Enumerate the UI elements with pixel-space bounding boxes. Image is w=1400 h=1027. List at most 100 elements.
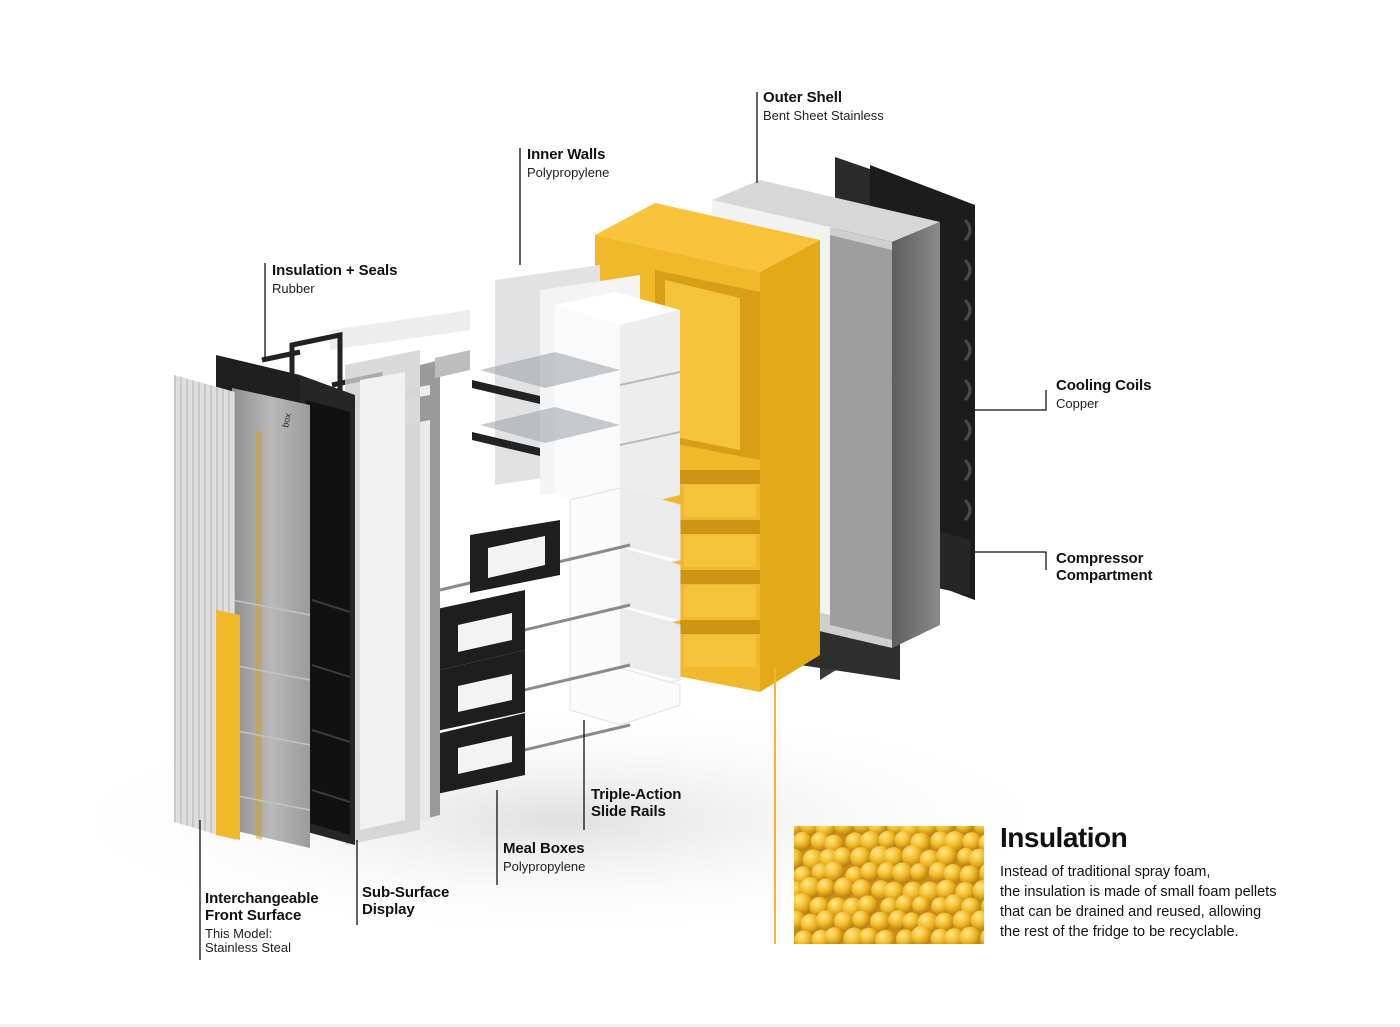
- foam-pellet: [895, 894, 915, 914]
- inner-walls-material: Polypropylene: [527, 164, 610, 180]
- foam-pellet: [981, 899, 984, 914]
- insulation-panel-description: Instead of traditional spray foam, the i…: [1000, 862, 1340, 942]
- foam-pellet: [845, 832, 865, 852]
- label-front-surface: Interchangeable Front Surface This Model…: [205, 890, 319, 956]
- outer-shell-title: Outer Shell: [763, 89, 842, 106]
- foam-pellet: [878, 830, 898, 850]
- foam-pellet: [959, 926, 981, 944]
- front-surface-title: Interchangeable: [205, 890, 319, 907]
- foam-pellet: [978, 834, 984, 852]
- label-insulation-seals: Insulation + Seals Rubber: [272, 262, 398, 296]
- foam-pellet: [955, 826, 975, 835]
- label-cooling-coils: Cooling Coils Copper: [1056, 377, 1152, 411]
- foam-pellet: [894, 830, 913, 850]
- meal-boxes-material: Polypropylene: [503, 858, 586, 874]
- leader-lines: [199, 92, 1047, 960]
- foam-pellet: [972, 880, 984, 902]
- foam-pellet: [912, 896, 931, 915]
- foam-pellet: [973, 826, 984, 836]
- foam-pellet: [794, 930, 814, 944]
- foam-pellet: [875, 929, 896, 944]
- front-surface-model-value: Stainless Steal: [205, 940, 291, 956]
- foam-pellet: [794, 831, 812, 851]
- foam-pellet: [936, 845, 958, 867]
- foam-pellet: [902, 912, 921, 931]
- foam-pellet: [944, 928, 965, 944]
- insulation-panel-title: Insulation: [1000, 822, 1128, 853]
- foam-pellet: [857, 895, 878, 916]
- cooling-coils-title: Cooling Coils: [1056, 377, 1152, 394]
- foam-pellet: [895, 929, 916, 944]
- foam-pellets-image: [794, 826, 984, 944]
- foam-pellet: [800, 913, 821, 935]
- foam-pellet: [935, 912, 955, 932]
- foam-pellet: [944, 894, 965, 915]
- meal-boxes: [432, 520, 560, 795]
- insulation-line: the insulation is made of small foam pel…: [1000, 884, 1277, 900]
- outer-shell-material: Bent Sheet Stainless: [763, 107, 884, 123]
- label-outer-shell: Outer Shell Bent Sheet Stainless: [763, 89, 884, 123]
- front-surface-model-label: This Model:: [205, 925, 273, 941]
- foam-pellet: [850, 847, 871, 868]
- foam-pellet: [851, 879, 872, 900]
- foam-pellet: [794, 848, 804, 870]
- foam-pellet: [816, 878, 836, 898]
- insulation-seals-material: Rubber: [272, 280, 315, 296]
- label-sub-surface: Sub-Surface Display: [362, 884, 450, 919]
- label-slide-rails: Triple-Action Slide Rails: [591, 786, 682, 821]
- foam-pellet: [794, 893, 813, 915]
- label-meal-boxes: Meal Boxes Polypropylene: [503, 840, 586, 874]
- foam-pellet: [823, 861, 845, 882]
- front-surface-title-line2: Front Surface: [205, 906, 302, 924]
- insulation-line: the rest of the fridge to be recyclable.: [1000, 924, 1239, 940]
- foam-pellet: [860, 831, 881, 852]
- foam-pellet: [824, 927, 844, 944]
- label-inner-walls: Inner Walls Polypropylene: [527, 146, 610, 180]
- foam-pellet: [943, 864, 963, 884]
- foam-pellet: [979, 864, 984, 883]
- foam-pellet: [959, 865, 980, 886]
- insulation-line: Instead of traditional spray foam,: [1000, 864, 1211, 880]
- foam-pellet: [980, 930, 984, 944]
- foam-pellet: [815, 910, 836, 931]
- foam-pellet: [870, 911, 891, 932]
- slide-rails-title: Triple-Action: [591, 786, 682, 803]
- foam-pellet: [928, 862, 949, 882]
- sub-surface-title: Sub-Surface: [362, 884, 450, 901]
- foam-pellet: [962, 832, 982, 852]
- foam-pellet: [852, 910, 871, 929]
- foam-pellet: [833, 911, 854, 932]
- brand-logo: box: [280, 412, 293, 429]
- slide-rails-title-line2: Slide Rails: [591, 802, 666, 820]
- foam-pellet: [968, 848, 984, 870]
- foam-pellet: [843, 927, 865, 944]
- insulation-line: that can be drained and reused, allowing: [1000, 904, 1262, 920]
- foam-pellet: [832, 847, 853, 867]
- interchangeable-front-surface: [174, 375, 240, 840]
- foam-pellet: [901, 844, 924, 867]
- meal-boxes-title: Meal Boxes: [503, 840, 585, 857]
- inner-walls: [472, 265, 681, 510]
- label-compressor: Compressor Compartment: [1056, 550, 1153, 585]
- foam-pellet: [799, 877, 822, 899]
- compressor-title-line2: Compartment: [1056, 566, 1153, 584]
- foam-pellet: [910, 863, 929, 882]
- inner-walls-title: Inner Walls: [527, 146, 606, 163]
- seal-frame-grey: [345, 350, 420, 845]
- sub-surface-title-line2: Display: [362, 900, 415, 918]
- foam-pellet: [860, 862, 880, 882]
- bottom-strip: [0, 1024, 1400, 1027]
- compressor-title: Compressor: [1056, 550, 1144, 567]
- foam-pellet: [859, 927, 879, 944]
- foam-pellet: [834, 826, 856, 836]
- foam-pellet: [911, 925, 932, 944]
- foam-pellet: [833, 877, 855, 898]
- front-steel-panel: box: [231, 388, 311, 848]
- foam-pellet: [892, 862, 914, 884]
- foam-pellet: [952, 910, 974, 932]
- foam-pellet: [888, 910, 908, 930]
- insulation-seals-title: Insulation + Seals: [272, 262, 398, 279]
- foam-pellet: [970, 910, 984, 931]
- cooling-coils-material: Copper: [1056, 395, 1099, 411]
